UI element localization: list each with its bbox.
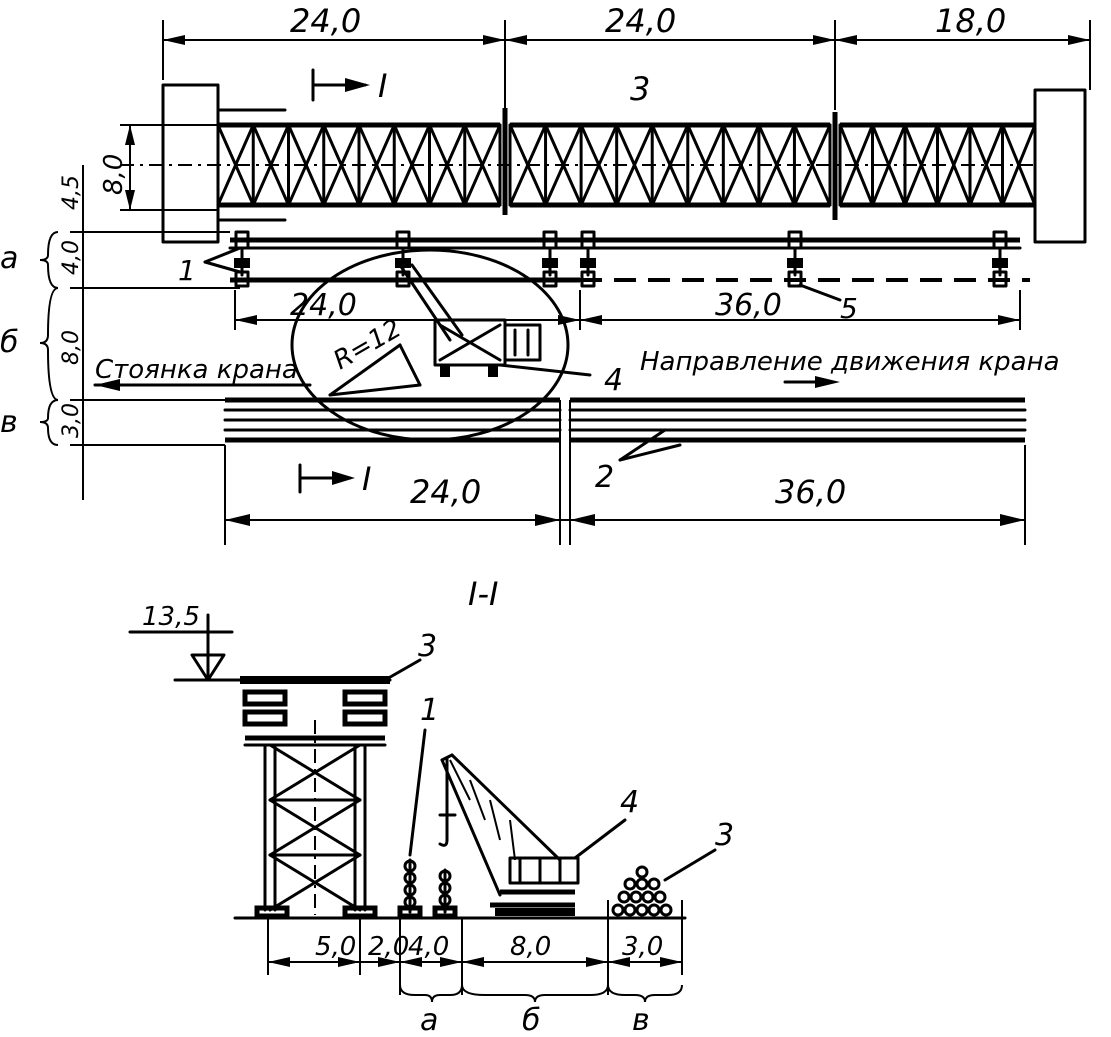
bottom-dimensions: 24,0 36,0 [224, 445, 1026, 545]
storage-stacks: 2 [223, 397, 1027, 545]
crane-parking-label: Стоянка крана [95, 355, 298, 385]
top-dim-2: 24,0 [605, 2, 676, 40]
crane-direction-label: Направление движения крана [640, 347, 1060, 377]
pipe-stack: 3 [611, 818, 734, 917]
zone-letter-v: в [0, 405, 18, 440]
plan-view: 24,0 24,0 18,0 I 3 8,0 [0, 2, 1091, 545]
crane-section: 4 [438, 753, 639, 916]
elevation-value: 13,5 [142, 602, 200, 632]
side-dim-8-0: 8,0 [99, 154, 129, 195]
span-label-3: 3 [630, 70, 650, 108]
section-zone-a: а [420, 1003, 438, 1037]
side-dim-8-0b: 8,0 [59, 330, 84, 365]
pier-left [161, 83, 220, 244]
top-dim-1: 24,0 [290, 2, 361, 40]
section-dim-2-0: 2,0 [368, 932, 409, 962]
radius-dim: 24,0 [290, 288, 357, 323]
assembly-supports: 1 5 [178, 230, 1030, 325]
section-callout-3-right: 3 [715, 818, 734, 853]
callout-5: 5 [840, 292, 858, 325]
section-dim-5-0: 5,0 [315, 932, 356, 962]
elevation-mark: 13,5 [128, 602, 392, 682]
section-mark-top-label: I [378, 67, 387, 105]
top-dim-3: 18,0 [935, 2, 1006, 40]
section-dim-3-0: 3,0 [622, 932, 663, 962]
track-dim-36: 36,0 [715, 288, 782, 323]
top-dimension-chain: 24,0 24,0 18,0 [162, 2, 1091, 110]
bottom-dim-36: 36,0 [775, 473, 846, 511]
section-callout-4: 4 [620, 785, 639, 820]
callout-4: 4 [604, 363, 623, 398]
zone-letter-b: б [0, 325, 19, 360]
section-zone-b: б [522, 1003, 541, 1037]
section-view: I-I 13,5 3 [128, 575, 734, 1037]
bottom-dim-24: 24,0 [410, 473, 481, 511]
truss-section [240, 676, 390, 684]
section-mark-bottom-label: I [362, 460, 371, 498]
side-dim-4-5: 4,5 [59, 175, 84, 210]
temp-supports: 1 [397, 693, 458, 919]
left-dimensions: 8,0 4,5 4,0 8,0 3,0 а б в [0, 124, 240, 500]
section-mark-top: I [311, 67, 387, 105]
callout-2: 2 [595, 460, 614, 495]
pier-right [1033, 88, 1087, 244]
side-dim-3-0: 3,0 [59, 403, 84, 438]
section-dim-4-0: 4,0 [408, 932, 449, 962]
section-callout-1: 1 [420, 693, 439, 728]
section-zone-v: в [632, 1003, 650, 1037]
section-dim-8-0: 8,0 [510, 932, 551, 962]
section-title: I-I [468, 575, 498, 613]
section-mark-bottom: I [298, 460, 371, 498]
callout-1: 1 [178, 254, 196, 287]
side-dim-4-0: 4,0 [59, 240, 84, 275]
support-tower [242, 689, 388, 919]
section-dimensions: 5,0 2,0 4,0 8,0 3,0 а б в [267, 900, 683, 1037]
track-dimensions: 24,0 36,0 [234, 288, 1021, 330]
zone-letter-a: а [0, 241, 18, 276]
section-callout-3-top: 3 [418, 629, 437, 664]
truss-span [216, 108, 1037, 222]
